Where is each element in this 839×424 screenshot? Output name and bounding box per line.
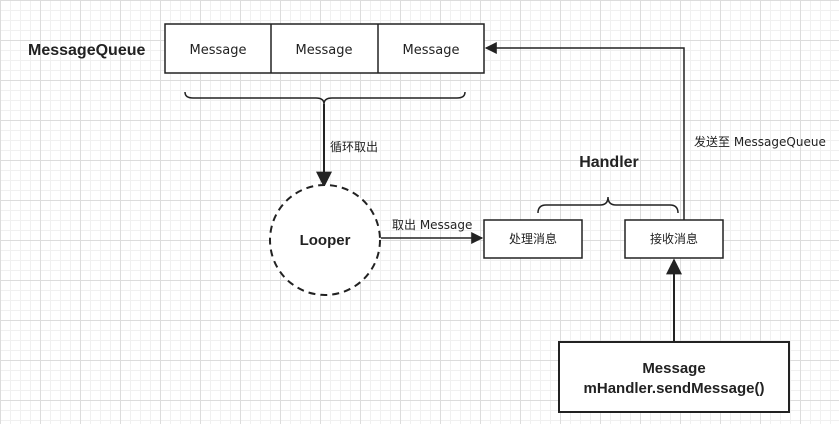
message-queue-box [164,23,485,74]
receive-message-label: 接收消息 [650,231,698,246]
send-to-label: 发送至 MessageQueue [694,134,826,149]
take-label: 取出 Message [392,218,472,232]
receive-message-box [624,219,724,259]
queue-cell-message-1: Message [190,43,247,58]
looper-circle [269,184,381,296]
queue-cell-message-2: Message [296,43,353,58]
loop-label: 循环取出 [330,140,378,154]
handler-brace [537,196,679,214]
sender-line-1: Message [642,360,705,377]
queue-brace [184,91,466,105]
handler-title: Handler [579,154,639,171]
message-queue-title: MessageQueue [28,42,145,59]
process-message-box [483,219,583,259]
send-to-queue-arrow [484,42,685,220]
process-message-label: 处理消息 [509,231,557,246]
looper-label: Looper [300,232,351,249]
queue-cell-message-3: Message [403,43,460,58]
sender-line-2: mHandler.sendMessage() [584,380,765,397]
sender-box [558,341,790,413]
